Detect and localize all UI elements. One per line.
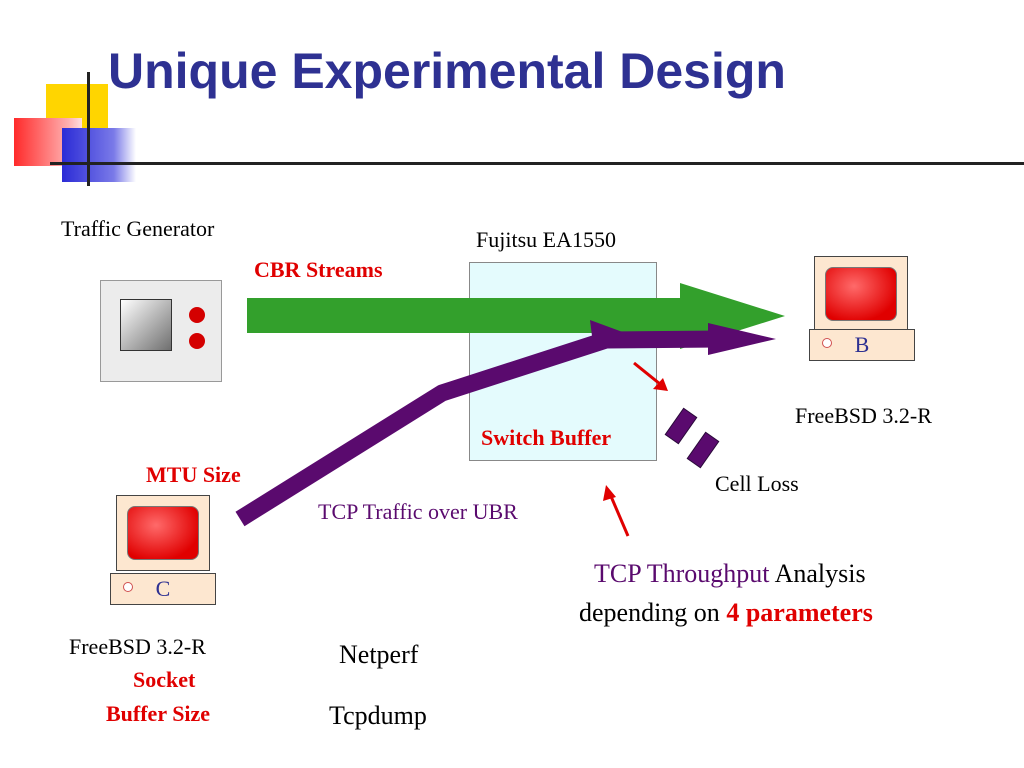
slide-title: Unique Experimental Design (108, 43, 786, 99)
analysis-four-parameters: 4 parameters (726, 598, 873, 627)
tcp-traffic-arrowhead (708, 323, 776, 355)
traffic-generator-red-button (189, 307, 205, 323)
host-c-base: C (110, 573, 216, 605)
host-c-screen (127, 506, 199, 560)
host-b-screen (825, 267, 897, 321)
tool-netperf: Netperf (339, 640, 419, 669)
host-b-power-led (822, 338, 832, 348)
host-b-monitor (814, 256, 908, 332)
host-c-os-label: FreeBSD 3.2-R (69, 634, 206, 659)
analysis-tcp-throughput: TCP Throughput (594, 559, 770, 588)
title-underline (50, 162, 1024, 165)
tcp-traffic-line (235, 330, 721, 527)
analysis-line2: depending on 4 parameters (579, 598, 873, 628)
analysis-depending-on: depending on (579, 598, 727, 627)
host-b-os-label: FreeBSD 3.2-R (795, 403, 932, 428)
analysis-word: Analysis (769, 559, 866, 588)
dropped-cell-icon (664, 407, 720, 469)
host-c-power-led (123, 582, 133, 592)
cell-loss-label: Cell Loss (715, 471, 799, 496)
socket-label-line2: Buffer Size (106, 701, 211, 726)
decor-blue-square (62, 128, 136, 182)
host-c-monitor (116, 495, 210, 571)
tcp-traffic-arrowhead-mid (590, 320, 628, 352)
tcp-traffic-label: TCP Traffic over UBR (318, 499, 518, 524)
analysis-red-arrow (603, 485, 630, 537)
tool-tcpdump: Tcpdump (329, 701, 427, 730)
switch-buffer-label: Switch Buffer (481, 425, 612, 450)
analysis-line1: TCP Throughput Analysis (594, 559, 866, 589)
cbr-streams-label: CBR Streams (254, 257, 383, 282)
decor-vertical-line (87, 72, 90, 186)
host-c-letter: C (155, 576, 171, 601)
mtu-size-label: MTU Size (146, 462, 241, 487)
host-b-base: B (809, 329, 915, 361)
switch-model-label: Fujitsu EA1550 (476, 227, 616, 252)
cell-loss-red-arrow (633, 361, 668, 391)
traffic-generator-device (100, 280, 222, 382)
traffic-generator-red-button (189, 333, 205, 349)
traffic-generator-screen (120, 299, 172, 351)
socket-label-line1: Socket (133, 667, 196, 692)
host-b-letter: B (854, 332, 870, 357)
traffic-generator-label: Traffic Generator (61, 216, 215, 241)
